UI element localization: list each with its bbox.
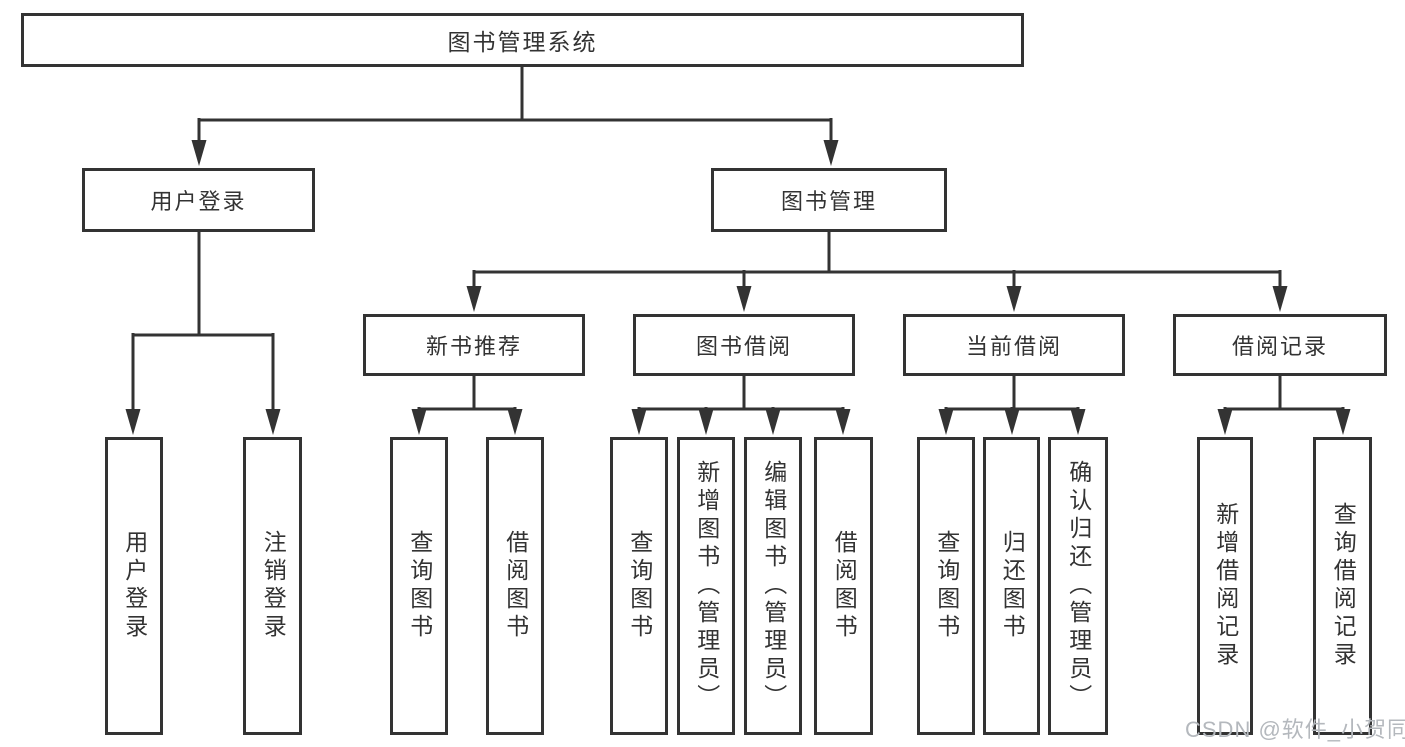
leaf-query-borrow-record-label: 查询借阅记录 [1330, 502, 1357, 670]
node-user-login-label: 用户登录 [150, 189, 247, 214]
leaf-query-books-borrow: 查询图书 [610, 437, 668, 735]
leaf-user-login-label: 用户登录 [121, 530, 148, 642]
arrowhead [1070, 409, 1086, 435]
node-book-management: 图书管理 [711, 168, 947, 232]
node-book-borrow: 图书借阅 [633, 314, 855, 376]
node-root: 图书管理系统 [21, 13, 1024, 67]
leaf-return-books: 归还图书 [983, 437, 1040, 735]
leaf-borrow-books: 借阅图书 [814, 437, 873, 735]
leaf-user-login: 用户登录 [105, 437, 163, 735]
csdn-watermark: CSDN @软件_小贺同学 [1185, 717, 1405, 742]
connector-root-to-level2 [197, 67, 833, 150]
arrowhead [1272, 286, 1288, 312]
arrowhead [466, 286, 482, 312]
leaf-add-books-admin: 新增图书（管理员） [677, 437, 735, 735]
arrowhead [938, 409, 954, 435]
node-current-borrow: 当前借阅 [903, 314, 1125, 376]
node-new-book-recommend-label: 新书推荐 [425, 334, 522, 359]
connector-records-to-leaves [1223, 376, 1345, 420]
leaf-logout-label: 注销登录 [260, 530, 287, 642]
arrowhead [736, 286, 752, 312]
arrowhead [1335, 409, 1351, 435]
arrowhead [765, 409, 781, 435]
connector-userlogin-to-leaves [131, 232, 275, 420]
leaf-confirm-return-admin-label: 确认归还（管理员） [1065, 460, 1092, 712]
leaf-confirm-return-admin: 确认归还（管理员） [1048, 437, 1108, 735]
leaf-add-borrow-record: 新增借阅记录 [1197, 437, 1253, 735]
leaf-add-books-admin-label: 新增图书（管理员） [693, 460, 720, 712]
leaf-query-books-current: 查询图书 [917, 437, 975, 735]
node-borrow-records: 借阅记录 [1173, 314, 1387, 376]
arrowhead [823, 140, 839, 166]
node-book-management-label: 图书管理 [780, 189, 877, 214]
connector-borrow-to-leaves [637, 376, 845, 420]
node-borrow-records-label: 借阅记录 [1231, 334, 1328, 359]
node-root-label: 图书管理系统 [447, 29, 598, 55]
node-book-borrow-label: 图书借阅 [695, 334, 792, 359]
arrowhead [265, 409, 281, 435]
leaf-query-books-borrow-label: 查询图书 [626, 530, 653, 642]
arrowhead [125, 409, 141, 435]
arrowhead [191, 140, 207, 166]
arrowhead [835, 409, 851, 435]
leaf-query-books-current-label: 查询图书 [933, 530, 960, 642]
node-current-borrow-label: 当前借阅 [965, 334, 1062, 359]
arrowhead [507, 409, 523, 435]
leaf-query-borrow-record: 查询借阅记录 [1313, 437, 1372, 735]
node-new-book-recommend: 新书推荐 [363, 314, 585, 376]
arrowhead [1004, 409, 1020, 435]
arrowhead [1006, 286, 1022, 312]
leaf-edit-books-admin: 编辑图书（管理员） [744, 437, 802, 735]
leaf-query-books-recommend-label: 查询图书 [406, 530, 433, 642]
arrowhead [698, 409, 714, 435]
connector-recommend-to-leaves [417, 376, 517, 420]
leaf-borrow-books-recommend: 借阅图书 [486, 437, 544, 735]
leaf-logout: 注销登录 [243, 437, 302, 735]
leaf-query-books-recommend: 查询图书 [390, 437, 448, 735]
arrowhead [631, 409, 647, 435]
leaf-return-books-label: 归还图书 [999, 530, 1026, 642]
arrowhead [411, 409, 427, 435]
node-user-login: 用户登录 [82, 168, 315, 232]
leaf-borrow-books-label: 借阅图书 [831, 530, 858, 642]
connector-bookmgmt-to-level3 [472, 232, 1282, 296]
arrowhead [1217, 409, 1233, 435]
leaf-add-borrow-record-label: 新增借阅记录 [1212, 502, 1239, 670]
leaf-edit-books-admin-label: 编辑图书（管理员） [760, 460, 787, 712]
leaf-borrow-books-recommend-label: 借阅图书 [502, 530, 529, 642]
